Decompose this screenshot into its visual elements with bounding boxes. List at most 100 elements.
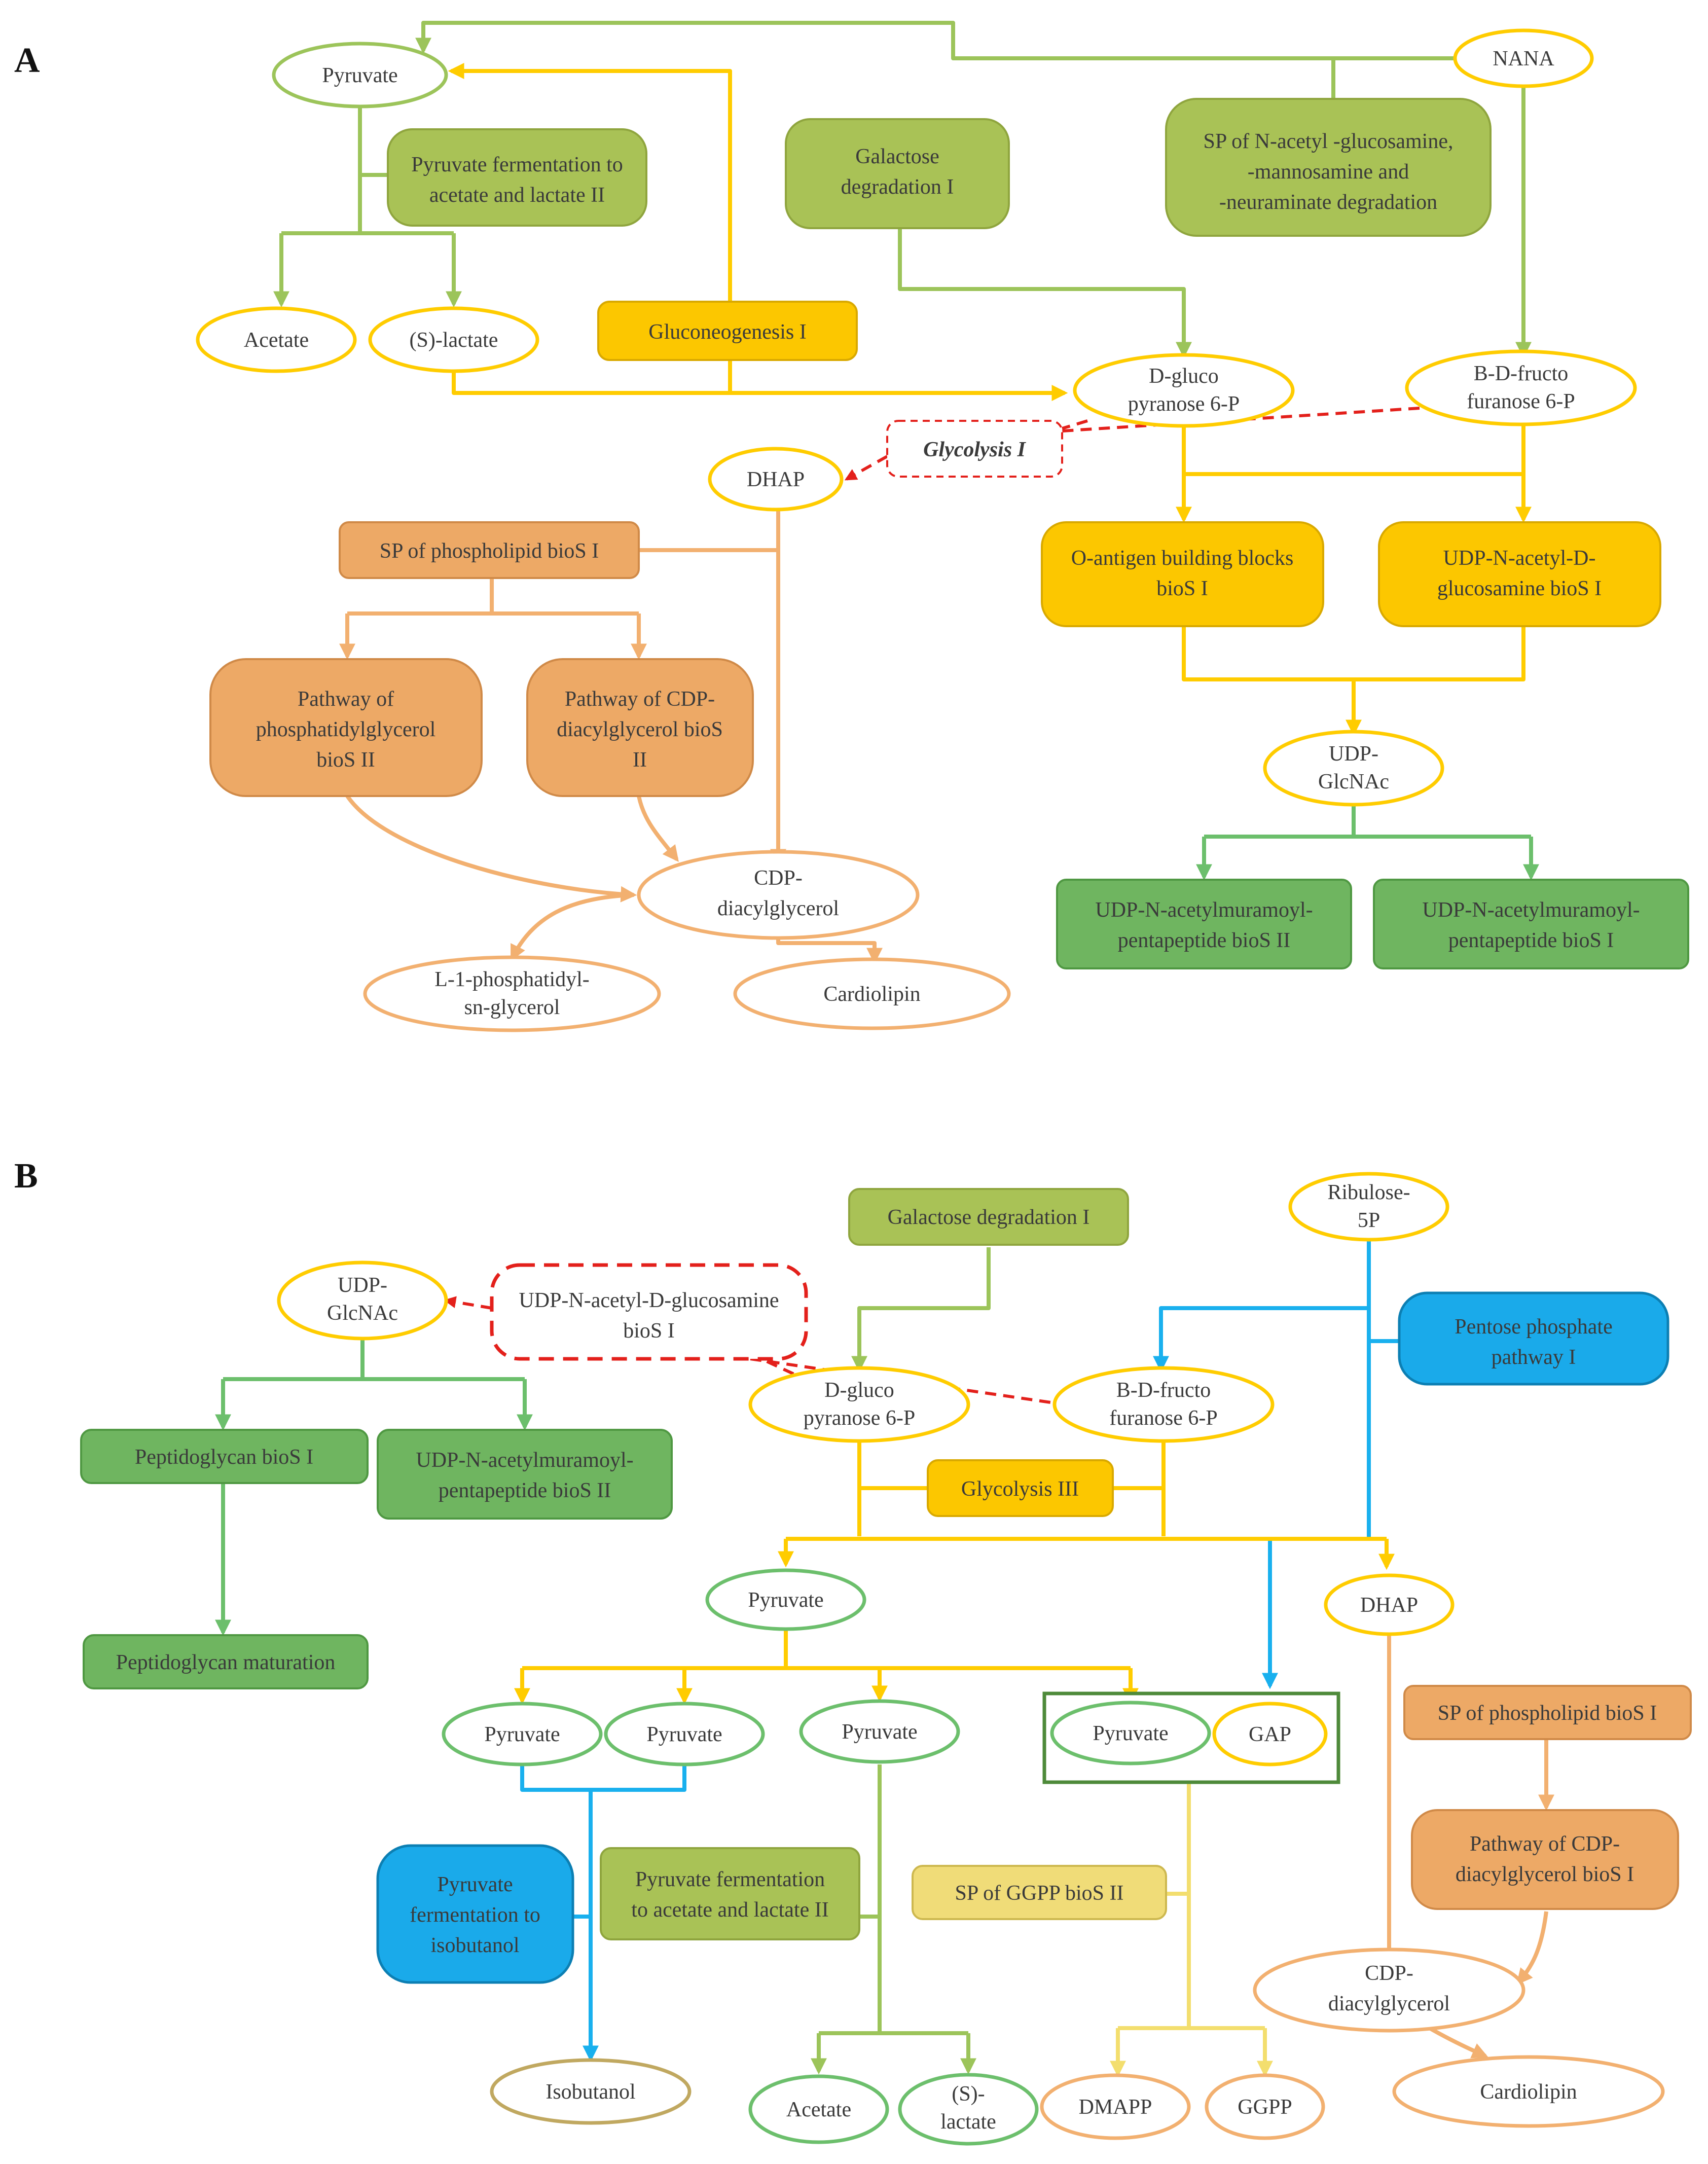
label-line-2: pentapeptide bioS I: [1448, 929, 1614, 952]
metabolite-udp-glcnac-b: UDP- GlcNAc: [277, 1260, 448, 1341]
label-line-1: Pathway of: [298, 688, 394, 711]
label-line-1: L-1-phosphatidyl-: [434, 968, 590, 991]
label-line-1: B-D-fructo: [1474, 362, 1569, 385]
pathway-peptidoglycan-bios: Peptidoglycan bioS I: [80, 1429, 369, 1484]
label-line-1: UDP-N-acetylmuramoyl-: [1422, 898, 1640, 922]
label-line-1: D-gluco: [824, 1379, 894, 1402]
pathway-pyruvate-fermentation-b: Pyruvate fermentation to acetate and lac…: [600, 1847, 860, 1940]
label-line-1: UDP-N-acetylmuramoyl-: [1095, 898, 1313, 922]
metabolite-d-gluco-pyranose-6p-b: D-gluco pyranose 6-P: [748, 1366, 970, 1443]
metabolite-d-gluco-pyranose-6p: D-gluco pyranose 6-P: [1073, 353, 1295, 428]
label-line-2: diacylglycerol: [717, 897, 839, 920]
pyruvate-gap-group: Pyruvate GAP: [1042, 1691, 1340, 1784]
label-line-2: pentapeptide bioS II: [439, 1479, 611, 1502]
metabolite-udp-glcnac: UDP- GlcNAc: [1263, 730, 1444, 807]
metabolite-l1-phosphatidyl-sn-glycerol: L-1-phosphatidyl- sn-glycerol: [363, 955, 661, 1032]
label-line-2: glucosamine bioS I: [1437, 577, 1602, 600]
label: Cardiolipin: [1480, 2080, 1577, 2104]
label-line-3: isobutanol: [431, 1934, 520, 1957]
label-line-1: CDP-: [754, 867, 803, 890]
metabolite-ribulose-5p: Ribulose- 5P: [1288, 1172, 1449, 1242]
label: Galactose degradation I: [888, 1206, 1090, 1229]
label-line-2: degradation I: [841, 175, 954, 199]
metabolite-pyruvate-1: Pyruvate: [442, 1702, 603, 1766]
metabolite-cdp-diacylglycerol: CDP- diacylglycerol: [637, 850, 920, 940]
metabolite-gap: GAP: [1212, 1702, 1328, 1766]
metabolite-cdp-diacylglycerol-b: CDP- diacylglycerol: [1253, 1947, 1525, 2033]
label-line-2: diacylglycerol bioS: [557, 718, 723, 741]
label: Acetate: [244, 329, 309, 352]
metabolite-dhap-b: DHAP: [1324, 1573, 1455, 1636]
label-line-1: D-gluco: [1149, 365, 1219, 388]
label-line-2: phosphatidylglycerol: [256, 718, 436, 741]
metabolite-b-d-fructo-furanose-6p: B-D-fructo furanose 6-P: [1405, 349, 1637, 426]
label: Pyruvate: [1093, 1722, 1168, 1745]
label: Pyruvate: [484, 1723, 560, 1746]
label-line-1: Pathway of CDP-: [1470, 1832, 1620, 1856]
pathway-udp-n-acetyl-d-glucosamine-bios-b: UDP-N-acetyl-D-glucosamine bioS I: [490, 1263, 808, 1361]
pathway-galactose-degradation-b: Galactose degradation I: [848, 1188, 1129, 1246]
label: Glycolysis I: [923, 438, 1026, 461]
metabolite-b-d-fructo-furanose-6p-b: B-D-fructo furanose 6-P: [1052, 1366, 1275, 1443]
label-line-2: 5P: [1358, 1209, 1380, 1232]
pathway-peptidoglycan-maturation: Peptidoglycan maturation: [83, 1634, 369, 1689]
label-line-2: bioS I: [1156, 577, 1208, 600]
label: GAP: [1249, 1723, 1291, 1746]
label: DMAPP: [1079, 2096, 1152, 2119]
metabolite-pyruvate-3: Pyruvate: [799, 1699, 960, 1764]
pathway-o-antigen-bios: O-antigen building blocks bioS I: [1041, 521, 1324, 627]
label: SP of phospholipid bioS I: [1438, 1702, 1657, 1725]
metabolite-pyruvate: Pyruvate: [272, 42, 448, 109]
pathway-glycolysis-iii: Glycolysis III: [927, 1459, 1114, 1517]
label: Gluconeogenesis I: [648, 320, 806, 344]
metabolite-acetate: Acetate: [196, 306, 357, 373]
metabolite-dmapp: DMAPP: [1040, 2073, 1191, 2140]
label: Glycolysis III: [961, 1477, 1079, 1501]
label-line-1: Ribulose-: [1327, 1181, 1410, 1204]
label-line-2: sn-glycerol: [464, 996, 560, 1019]
pathway-udp-n-acetyl-d-glucosamine-bios: UDP-N-acetyl-D- glucosamine bioS I: [1378, 521, 1661, 627]
pathway-pyruvate-fermentation-to-isobutanol: Pyruvate fermentation to isobutanol: [376, 1844, 574, 1984]
label: Cardiolipin: [823, 983, 920, 1006]
metabolite-pyruvate-main: Pyruvate: [705, 1568, 866, 1631]
label-line-1: UDP-: [338, 1274, 387, 1297]
label-line-2: furanose 6-P: [1109, 1406, 1217, 1430]
label-line-1: UDP-N-acetyl-D-glucosamine: [519, 1289, 779, 1312]
label-line-1: Pyruvate fermentation to: [411, 153, 623, 176]
pathway-udp-muramoyl-pentapeptide-bios-ii-b: UDP-N-acetylmuramoyl- pentapeptide bioS …: [377, 1429, 673, 1520]
metabolite-s-lactate: (S)-lactate: [368, 306, 539, 373]
label-line-1: Pathway of CDP-: [565, 688, 715, 711]
panel-a: A Pyruvate NANA Pyruvate fermentation to…: [14, 28, 1689, 1032]
label: Peptidoglycan bioS I: [135, 1446, 313, 1469]
metabolite-pyruvate-4: Pyruvate: [1050, 1701, 1211, 1765]
label-line-3: II: [633, 748, 647, 772]
label: Acetate: [786, 2098, 851, 2121]
pathway-sp-phospholipid-bios: SP of phospholipid bioS I: [339, 521, 640, 579]
label-line-1: Pyruvate fermentation: [635, 1868, 825, 1891]
pathway-gluconeogenesis: Gluconeogenesis I: [597, 301, 858, 361]
label: GGPP: [1238, 2096, 1292, 2119]
label-line-2: acetate and lactate II: [429, 184, 605, 207]
label-line-1: B-D-fructo: [1116, 1379, 1211, 1402]
label-line-2: lactate: [940, 2110, 996, 2134]
label: Peptidoglycan maturation: [116, 1651, 336, 1674]
pathway-pentose-phosphate: Pentose phosphate pathway I: [1398, 1291, 1669, 1386]
label-line-3: bioS II: [316, 748, 375, 772]
label-line-1: (S)-: [952, 2082, 985, 2106]
label-line-1: Pyruvate: [437, 1873, 513, 1896]
label: Pyruvate: [748, 1589, 823, 1612]
label-line-1: CDP-: [1365, 1962, 1413, 1985]
pathway-udp-muramoyl-pentapeptide-bios-ii: UDP-N-acetylmuramoyl- pentapeptide bioS …: [1056, 879, 1352, 969]
label: Pyruvate: [322, 64, 397, 87]
pathway-phosphatidylglycerol-bios: Pathway of phosphatidylglycerol bioS II: [209, 658, 483, 797]
metabolite-dhap: DHAP: [708, 447, 844, 512]
metabolite-ggpp: GGPP: [1205, 2073, 1325, 2140]
label: (S)-lactate: [410, 329, 498, 352]
metabolite-nana: NANA: [1453, 28, 1594, 88]
label-line-2: fermentation to: [410, 1903, 540, 1927]
label-line-1: SP of N-acetyl -glucosamine,: [1204, 130, 1453, 153]
label: DHAP: [1360, 1594, 1418, 1617]
metabolite-acetate-b: Acetate: [748, 2074, 889, 2144]
metabolite-cardiolipin: Cardiolipin: [733, 957, 1011, 1030]
